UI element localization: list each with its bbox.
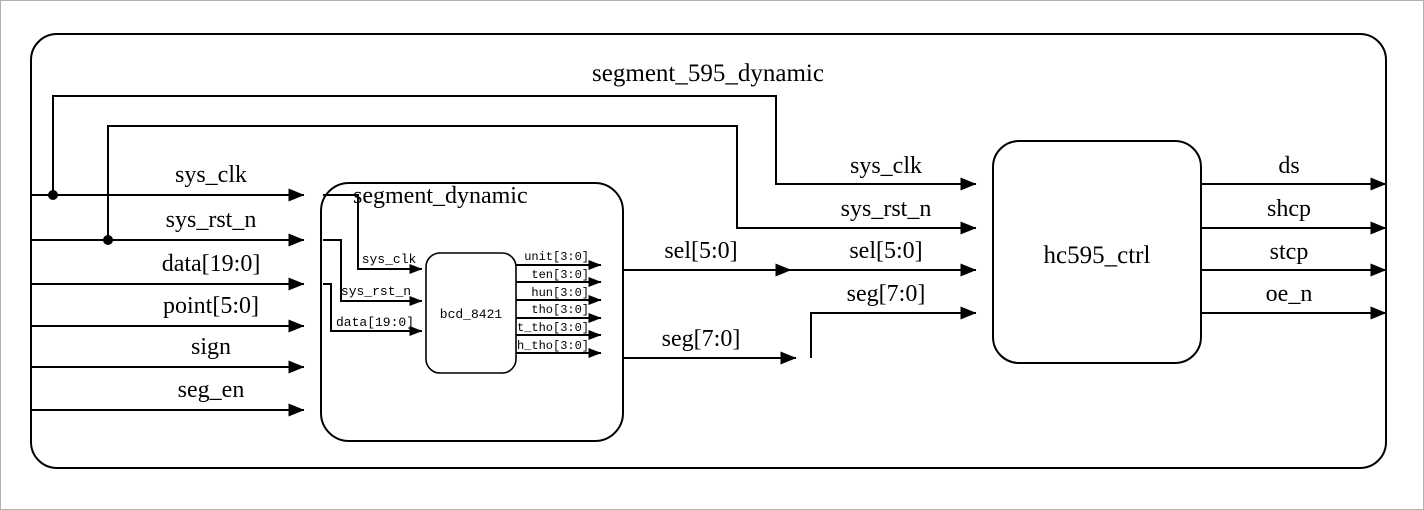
wire-internal-sys-rst-n: [323, 239, 423, 306]
output-label-oe-n: oe_n: [1266, 281, 1313, 307]
module-label-hc595-ctrl: hc595_ctrl: [1044, 242, 1151, 269]
wire-sys-rst-n-to-hc595: [107, 125, 977, 240]
input-label-data: data[19:0]: [162, 251, 261, 277]
input-label-sign: sign: [191, 334, 231, 360]
input-label-sys-clk: sys_clk: [175, 162, 247, 188]
signal-label-hc595-sys-rst-n: sys_rst_n: [841, 196, 932, 222]
signal-label-sel-left: sel[5:0]: [664, 238, 737, 264]
bcd-output-label-ten: ten[3:0]: [531, 268, 589, 282]
input-label-seg-en: seg_en: [178, 377, 245, 403]
output-label-ds: ds: [1278, 153, 1299, 179]
wire-internal-sys-clk: [323, 194, 423, 274]
module-box-bcd-8421: [425, 252, 517, 374]
bcd-output-label-unit: unit[3:0]: [524, 250, 589, 264]
bcd-output-label-t-tho: t_tho[3:0]: [517, 321, 589, 335]
input-label-point: point[5:0]: [163, 293, 259, 319]
bcd-input-label-sys-clk: sys_clk: [362, 252, 417, 267]
module-box-segment-dynamic: [320, 182, 624, 442]
signal-label-hc595-sys-clk: sys_clk: [850, 153, 922, 179]
signal-label-seg-left: seg[7:0]: [662, 326, 741, 352]
bcd-output-label-hun: hun[3:0]: [531, 286, 589, 300]
bcd-output-label-h-tho: h_tho[3:0]: [517, 339, 589, 353]
page-title: segment_595_dynamic: [592, 60, 824, 87]
bcd-output-label-tho: tho[3:0]: [531, 303, 589, 317]
module-label-segment-dynamic: segment_dynamic: [353, 183, 528, 209]
wire-internal-data: [323, 283, 423, 336]
signal-label-sel-right: sel[5:0]: [849, 238, 922, 264]
wire-seg-to-hc595: [810, 306, 977, 358]
top-module-boundary: [30, 33, 1387, 469]
input-label-sys-rst-n: sys_rst_n: [166, 207, 257, 233]
bcd-input-label-sys-rst-n: sys_rst_n: [341, 284, 411, 299]
bcd-input-label-data: data[19:0]: [336, 315, 414, 330]
wire-sys-clk-to-hc595: [52, 95, 977, 195]
signal-label-seg-right: seg[7:0]: [847, 281, 926, 307]
output-label-shcp: shcp: [1267, 196, 1311, 222]
module-label-bcd-8421: bcd_8421: [440, 307, 503, 322]
output-label-stcp: stcp: [1270, 239, 1309, 265]
module-box-hc595-ctrl: [992, 140, 1202, 364]
